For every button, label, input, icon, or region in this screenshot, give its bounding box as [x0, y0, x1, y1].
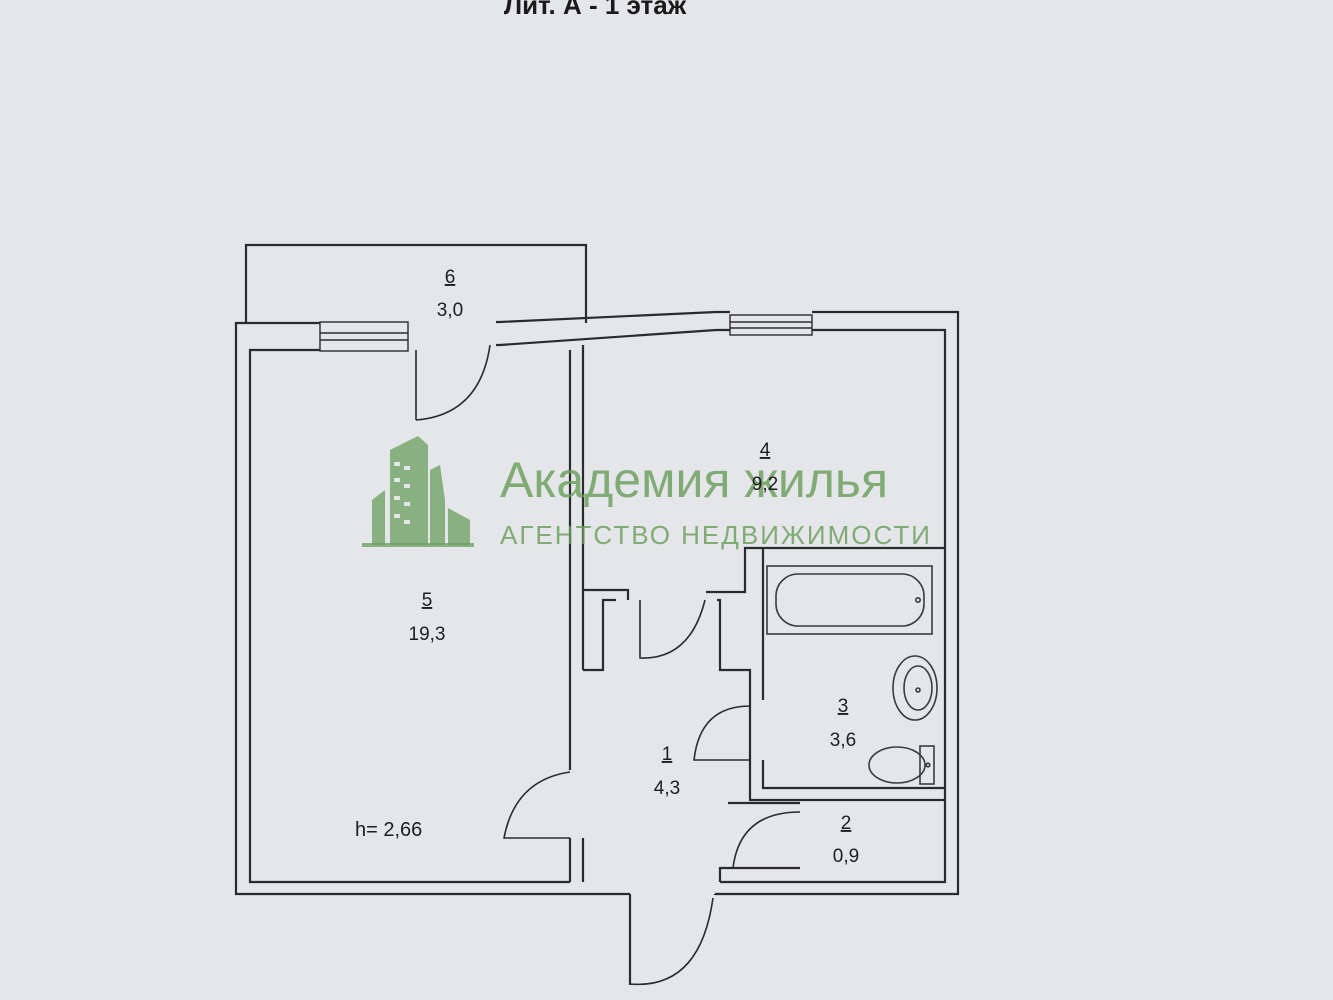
svg-text:19,3: 19,3 — [409, 624, 446, 645]
svg-text:4,3: 4,3 — [654, 778, 680, 799]
window-left — [319, 321, 409, 352]
svg-text:0,9: 0,9 — [833, 846, 859, 867]
svg-text:3,6: 3,6 — [830, 730, 856, 751]
toilet — [868, 745, 935, 785]
room-label-5: 5 19,3 — [409, 590, 446, 645]
interior-walls — [568, 345, 945, 882]
svg-text:6: 6 — [445, 267, 456, 288]
svg-text:2: 2 — [841, 813, 852, 834]
room-label-3: 3 3,6 — [830, 696, 856, 751]
outer-walls — [234, 310, 960, 896]
svg-text:3: 3 — [838, 696, 849, 717]
balcony-outline — [244, 243, 588, 323]
building-logo-icon — [362, 436, 474, 547]
svg-text:4: 4 — [760, 440, 771, 461]
ceiling-height: h= 2,66 — [355, 819, 422, 841]
sink — [892, 655, 938, 721]
room-label-4: 4 9,2 — [752, 440, 778, 495]
room-label-2: 2 0,9 — [833, 813, 859, 867]
bathtub — [766, 565, 933, 635]
watermark-name: Академия жилья — [500, 452, 888, 508]
svg-text:3,0: 3,0 — [437, 300, 463, 321]
watermark-subtitle: АГЕНТСТВО НЕДВИЖИМОСТИ — [500, 520, 932, 550]
svg-text:1: 1 — [662, 744, 673, 765]
svg-text:9,2: 9,2 — [752, 474, 778, 495]
floor-title: Лит. А - 1 этаж — [504, 0, 687, 20]
svg-text:5: 5 — [422, 590, 433, 611]
room-label-6: 6 3,0 — [437, 267, 463, 321]
room-label-1: 1 4,3 — [654, 744, 680, 799]
doors — [503, 599, 801, 986]
window-right — [729, 314, 813, 336]
balcony-door — [415, 344, 491, 421]
